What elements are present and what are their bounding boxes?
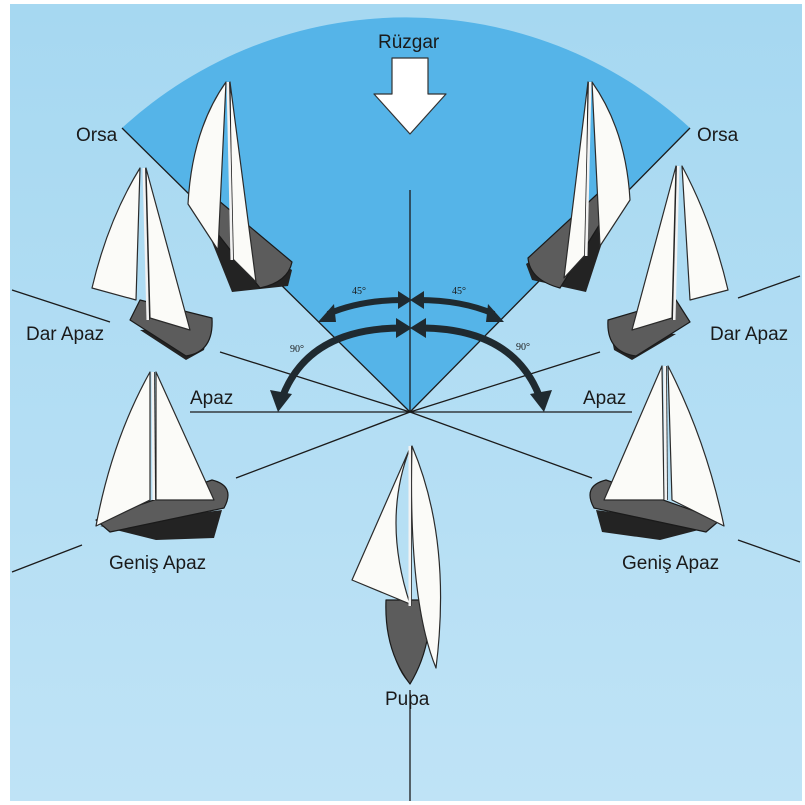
label-close-hauled-right: Orsa (697, 125, 739, 146)
label-close-reach-left: Dar Apaz (26, 324, 104, 345)
angle-label-inner-right: 45° (452, 286, 466, 297)
label-broad-reach-left: Geniş Apaz (109, 553, 206, 574)
angle-label-outer-left: 90° (290, 344, 304, 355)
label-beam-reach-left: Apaz (190, 388, 233, 409)
label-broad-reach-right: Geniş Apaz (622, 553, 719, 574)
label-close-reach-right: Dar Apaz (710, 324, 788, 345)
angle-label-inner-left: 45° (352, 286, 366, 297)
wind-label: Rüzgar (378, 32, 440, 53)
label-running: Pupa (385, 689, 430, 710)
label-close-hauled-left: Orsa (76, 125, 118, 146)
angle-label-outer-right: 90° (516, 342, 530, 353)
label-beam-reach-right: Apaz (583, 388, 626, 409)
